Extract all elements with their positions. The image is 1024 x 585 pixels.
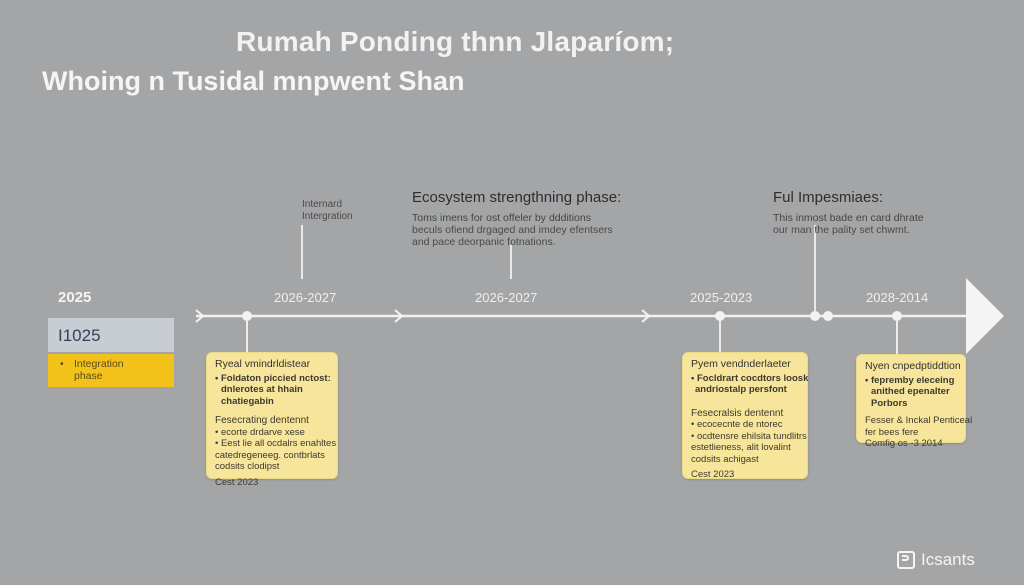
card-subtitle: Fesecralsis dentennt (691, 407, 784, 419)
callout-line: This inmost bade en card dhrate (773, 212, 924, 224)
card-bold-line: andriostalp persfont (695, 384, 787, 395)
callout-line: and pace deorpanic fotnations. (412, 236, 556, 248)
year-tick-label: 2026-2027 (274, 290, 337, 305)
timeline-end-arrow (966, 278, 1004, 354)
timeline-marker-4 (823, 311, 833, 321)
card-line: • ocdtensre ehilsita tundlitrs (691, 430, 807, 442)
card-bold-line: anithed epenalter (871, 386, 950, 397)
logo-icon (897, 551, 915, 569)
year-tick-label: 2025-2023 (690, 290, 753, 305)
card-line: • ecorte drdarve xese (215, 426, 305, 438)
brand-logo: Icsants (897, 550, 975, 570)
phase-label-2: phase (74, 370, 103, 382)
callout-line: Toms imens for ost offeler by ddditions (412, 212, 591, 224)
timeline-marker-1 (242, 311, 252, 321)
timeline-marker-5 (892, 311, 902, 321)
callout-line: beculs ofiend drgaged and imdey efentser… (412, 224, 613, 236)
card-subtitle: Fesecrating dentennt (215, 415, 309, 426)
card-bold-line: • Focldrart cocdtors loosk (691, 372, 809, 384)
card-line: Fesser & Inckal Penticeal (865, 415, 973, 426)
card-bold-line: • Foldaton piccied nctost: (215, 372, 331, 384)
timeline-marker-2 (715, 311, 725, 321)
bullet-icon: • (60, 358, 64, 370)
subtitle: Whoing n Tusidal mnpwent Shan (42, 66, 465, 96)
year-tick-label: 2026-2027 (475, 290, 538, 305)
timeline-marker-3 (810, 311, 820, 321)
card-line: fer bees fere (865, 426, 919, 438)
phase-label-1: Integration (74, 358, 124, 370)
callout-line: Internard (302, 199, 343, 210)
card-line: • ecocecnte de ntorec (691, 419, 783, 430)
phase-label-line: • Integration (60, 358, 174, 370)
milestone-card-1: Ryeal vmindrldistear • Foldaton piccied … (206, 352, 338, 488)
card-bold-line: • fepremby eleceing (865, 374, 955, 386)
callout-integration: Internard Intergration (302, 199, 353, 223)
milestone-card-3: Nyen cnpedptiddtion • fepremby eleceing … (856, 354, 973, 449)
timeline-chevron-2 (394, 309, 404, 323)
card-bold-line: dnlerotes at hhain (221, 384, 303, 395)
card-title: Ryeal vmindrldistear (215, 358, 311, 370)
logo-text: Icsants (921, 550, 975, 569)
callout-full-impact: Ful Impesmiaes: This inmost bade en card… (773, 189, 924, 236)
card-title: Pyem vendnderlaeter (691, 358, 791, 370)
timeline-chevron-3 (641, 309, 651, 323)
start-value-box: I1025 (48, 318, 174, 352)
milestone-card-2: Pyem vendnderlaeter • Focldrart cocdtors… (682, 352, 809, 480)
callout-ecosystem: Ecosystem strengthning phase: Toms imens… (412, 189, 621, 248)
card-line: • Eest lie all ocdalrs enahltes (215, 438, 337, 449)
integration-phase-badge: • Integration phase (48, 354, 174, 387)
card-bold-line: chatiegabin (221, 395, 274, 407)
callout-heading: Ecosystem strengthning phase: (412, 189, 622, 206)
card-line: codsits achigast (691, 453, 759, 465)
card-line: estetlieness, alit lovalint (691, 442, 791, 453)
card-line: codsits clodipst (215, 461, 280, 472)
callout-line: Intergration (302, 211, 353, 222)
card-footer: Cest 2023 (215, 476, 259, 488)
start-year: 2025 (58, 289, 92, 306)
year-tick-label: 2028-2014 (866, 290, 929, 305)
main-title: Rumah Ponding thnn Jlaparíom; (236, 26, 675, 57)
timeline-chevron-1 (195, 309, 205, 323)
callout-heading: Ful Impesmiaes: (773, 189, 884, 206)
card-line: Comfig os -3 2014 (865, 438, 943, 449)
card-footer: Cest 2023 (691, 469, 735, 480)
card-title: Nyen cnpedptiddtion (865, 360, 961, 372)
card-line: catedregeneeg. contbrlats (215, 449, 325, 461)
callout-line: our man the pality set chwmt. (773, 224, 910, 236)
card-bold-line: Porbors (871, 397, 908, 409)
